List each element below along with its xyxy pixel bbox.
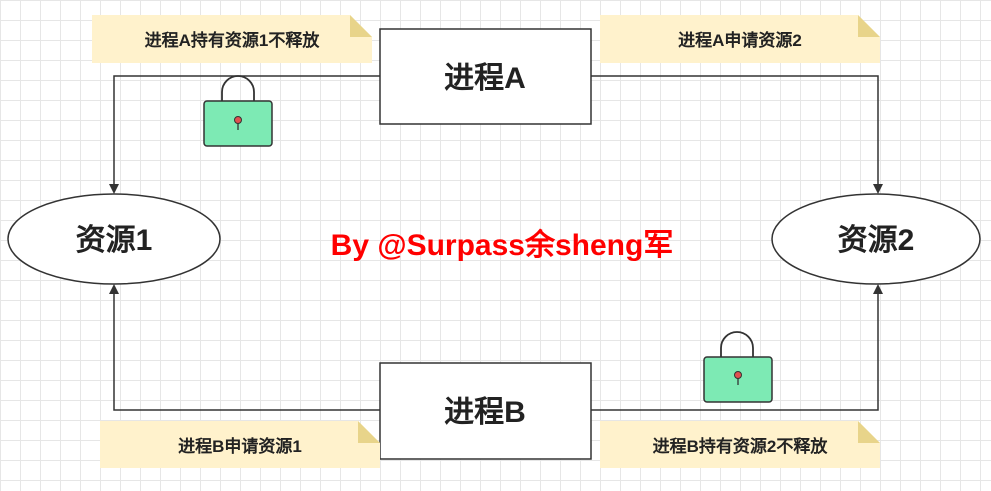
lock-icon [703,331,773,403]
edge-b-to-resource1 [109,284,380,411]
resource-1-label: 资源1 [76,224,153,257]
note-b-requests-text: 进程B申请资源1 [178,436,302,456]
note-b-holds-text: 进程B持有资源2不释放 [653,436,829,456]
note-b-requests: 进程B申请资源1 [100,421,380,468]
watermark-text: By @Surpass余sheng军 [331,228,674,262]
process-b-node: 进程B [379,362,592,460]
note-b-holds: 进程B持有资源2不释放 [600,421,880,468]
note-a-requests-text: 进程A申请资源2 [678,30,802,50]
note-a-requests: 进程A申请资源2 [600,15,880,63]
note-a-holds-text: 进程A持有资源1不释放 [145,30,321,50]
edge-a-to-resource1 [109,75,380,194]
process-a-node: 进程A [379,28,592,125]
edge-b-to-resource2 [591,284,883,411]
resource-1-node: 资源1 [7,193,221,285]
edge-a-to-resource2 [591,75,883,194]
resource-2-label: 资源2 [838,224,915,257]
process-b-label: 进程B [444,396,526,429]
note-a-holds: 进程A持有资源1不释放 [92,15,372,63]
process-a-label: 进程A [444,62,526,95]
lock-icon [203,75,273,147]
resource-2-node: 资源2 [771,193,981,285]
